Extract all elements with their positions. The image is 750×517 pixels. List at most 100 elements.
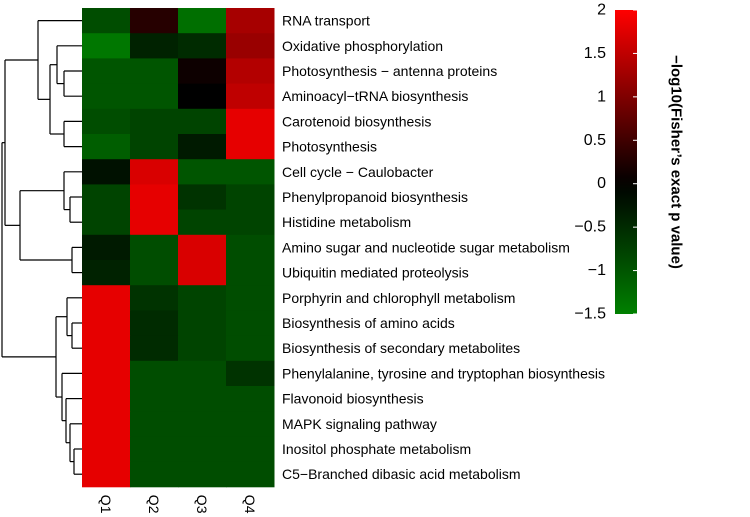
heatmap-cell xyxy=(130,411,179,437)
row-label: Phenylpropanoid biosynthesis xyxy=(282,189,468,205)
heatmap-cell xyxy=(178,184,227,211)
heatmap-cell xyxy=(130,260,179,286)
heatmap-cell xyxy=(130,310,179,337)
color-bar-tick-label: 1.5 xyxy=(584,45,606,62)
heatmap-cell xyxy=(226,33,275,59)
heatmap-cell xyxy=(226,83,275,110)
heatmap-cell xyxy=(178,159,227,185)
color-bar-tick-label: 1 xyxy=(597,88,606,105)
heatmap-cell xyxy=(82,159,131,185)
row-label: MAPK signaling pathway xyxy=(282,416,437,432)
color-bar-legend: 21.510.50−0.5−1−1.5−log10(Fisher’s exact… xyxy=(574,2,684,323)
heatmap-cell xyxy=(178,360,227,387)
heatmap-cell xyxy=(178,436,227,463)
heatmap-cell xyxy=(82,335,131,362)
heatmap-cell xyxy=(82,134,131,160)
heatmap-cells xyxy=(82,8,275,488)
heatmap-cell xyxy=(178,58,227,85)
heatmap-cell xyxy=(226,461,275,488)
row-label: Aminoacyl−tRNA biosynthesis xyxy=(282,88,468,104)
heatmap-cell xyxy=(226,184,275,211)
heatmap-cell xyxy=(178,108,227,135)
heatmap-cell xyxy=(82,33,131,59)
column-label: Q3 xyxy=(194,495,210,514)
heatmap-cell xyxy=(130,134,179,160)
heatmap-cell xyxy=(82,285,131,311)
heatmap-cell xyxy=(178,209,227,236)
heatmap-cell xyxy=(130,184,179,211)
heatmap-cell xyxy=(226,58,275,85)
row-label: Ubiquitin mediated proteolysis xyxy=(282,265,469,281)
color-bar-tick-label: −1.5 xyxy=(574,306,606,323)
row-label: C5−Branched dibasic acid metabolism xyxy=(282,466,521,482)
heatmap-cell xyxy=(178,411,227,437)
heatmap-cell xyxy=(82,58,131,85)
heatmap-cell xyxy=(130,83,179,110)
heatmap-cell xyxy=(226,360,275,387)
heatmap-cell xyxy=(226,159,275,185)
heatmap-cell xyxy=(178,285,227,311)
heatmap-cell xyxy=(82,83,131,110)
color-bar-title: −log10(Fisher’s exact p value) xyxy=(668,55,685,269)
heatmap-cell xyxy=(82,108,131,135)
heatmap-cell xyxy=(130,234,179,261)
heatmap-cell xyxy=(226,234,275,261)
heatmap-cell xyxy=(82,360,131,387)
heatmap-cell xyxy=(226,386,275,412)
heatmap-cell xyxy=(178,33,227,59)
heatmap-cell xyxy=(226,310,275,337)
heatmap-cell xyxy=(82,8,131,34)
heatmap-cell xyxy=(130,285,179,311)
row-label: Porphyrin and chlorophyll metabolism xyxy=(282,290,515,306)
row-label: Cell cycle − Caulobacter xyxy=(282,164,434,180)
heatmap-cell xyxy=(178,310,227,337)
row-label: Photosynthesis − antenna proteins xyxy=(282,63,497,79)
heatmap-cell xyxy=(226,8,275,34)
row-label: Phenylalanine, tyrosine and tryptophan b… xyxy=(282,365,605,381)
heatmap-cell xyxy=(226,411,275,437)
heatmap-cell xyxy=(82,260,131,286)
heatmap-cell xyxy=(82,209,131,236)
heatmap-cell xyxy=(226,335,275,362)
row-label: Photosynthesis xyxy=(282,139,377,155)
heatmap-cell xyxy=(130,335,179,362)
heatmap-cell xyxy=(130,108,179,135)
color-bar xyxy=(615,10,637,314)
row-label: Flavonoid biosynthesis xyxy=(282,391,424,407)
heatmap-cell xyxy=(130,360,179,387)
row-label: Biosynthesis of amino acids xyxy=(282,315,455,331)
heatmap-cell xyxy=(226,260,275,286)
row-label: Histidine metabolism xyxy=(282,214,411,230)
heatmap-cell xyxy=(178,335,227,362)
heatmap-cell xyxy=(130,461,179,488)
heatmap-cell xyxy=(82,436,131,463)
row-label: Biosynthesis of secondary metabolites xyxy=(282,340,520,356)
heatmap-cell xyxy=(82,310,131,337)
heatmap-cell xyxy=(226,108,275,135)
row-dendrogram xyxy=(1,20,82,475)
heatmap-cell xyxy=(82,234,131,261)
heatmap-cell xyxy=(130,33,179,59)
color-bar-tick-label: 0 xyxy=(597,175,606,192)
column-label: Q2 xyxy=(146,495,162,514)
heatmap-cell xyxy=(82,411,131,437)
column-label: Q1 xyxy=(98,495,114,514)
heatmap-cell xyxy=(226,436,275,463)
heatmap-cell xyxy=(82,386,131,412)
row-label: Oxidative phosphorylation xyxy=(282,38,443,54)
heatmap-cell xyxy=(178,386,227,412)
heatmap-cell xyxy=(178,260,227,286)
heatmap-cell xyxy=(178,461,227,488)
heatmap-cell xyxy=(178,234,227,261)
heatmap-cell xyxy=(226,209,275,236)
heatmap-cell xyxy=(82,461,131,488)
heatmap-cell xyxy=(130,8,179,34)
heatmap-cell xyxy=(178,8,227,34)
heatmap-cell xyxy=(130,436,179,463)
row-label: RNA transport xyxy=(282,13,370,29)
heatmap-cell xyxy=(130,58,179,85)
row-label: Carotenoid biosynthesis xyxy=(282,113,431,129)
color-bar-tick-label: −0.5 xyxy=(574,219,606,236)
